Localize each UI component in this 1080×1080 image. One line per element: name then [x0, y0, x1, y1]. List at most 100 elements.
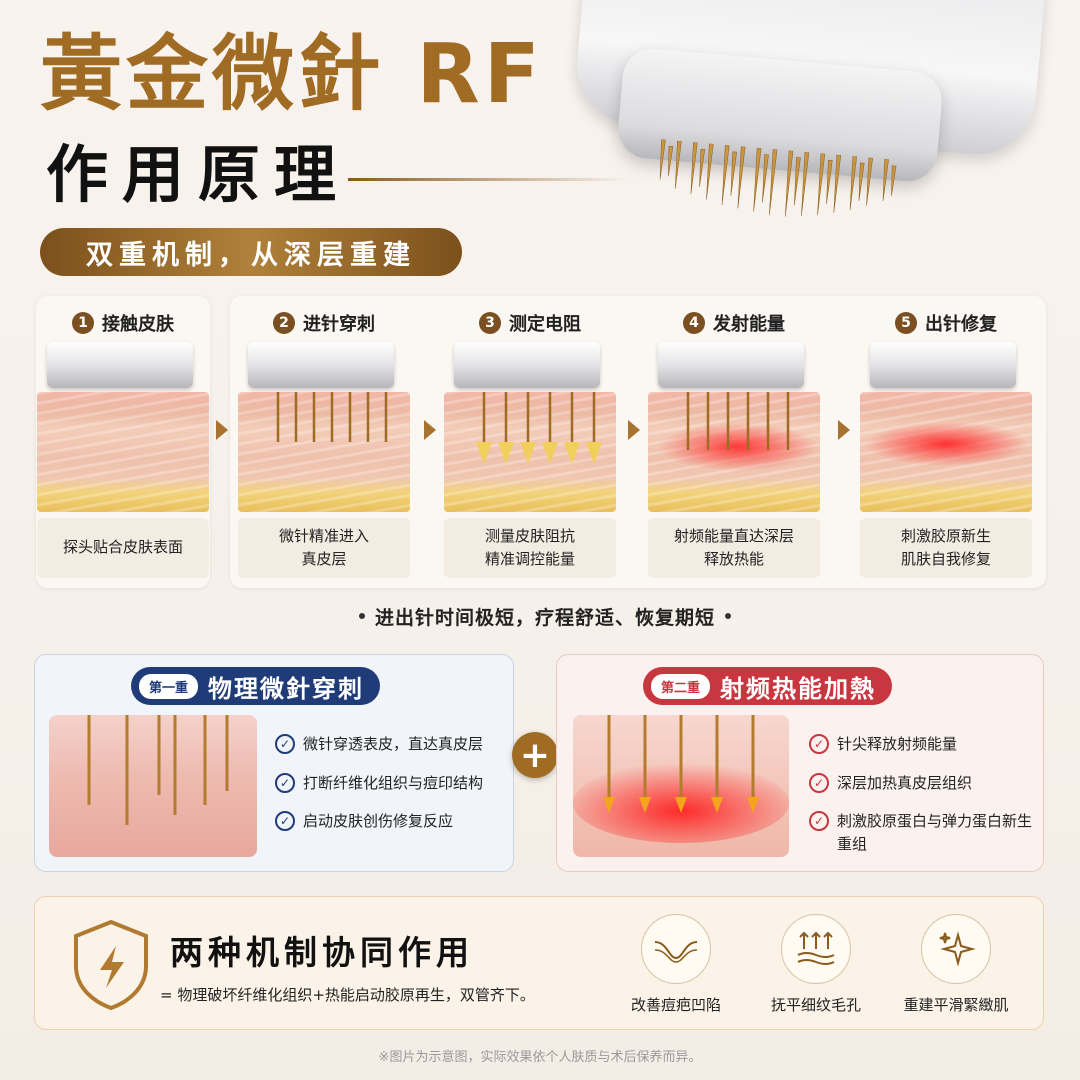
- step-caption: 测量皮肤阻抗 精准调控能量: [444, 518, 616, 578]
- collagen-glow-illustration: [864, 422, 1028, 466]
- mechanism-item-text: 打断纤维化组织与痘印结构: [303, 773, 484, 792]
- check-icon: ✓: [809, 734, 829, 754]
- step-title: 2 进针穿刺: [234, 310, 414, 336]
- smooth-lines-icon: [781, 914, 851, 984]
- page-subtitle: 作用原理: [46, 138, 351, 211]
- caption-line: 精准调控能量: [484, 550, 575, 568]
- step-caption: 射频能量直达深层 释放热能: [648, 518, 820, 578]
- benefit-label: 改善痘疤凹陷: [630, 996, 721, 1014]
- scar-dip-icon: [641, 914, 711, 984]
- mechanism-tag: 第一重: [139, 673, 199, 699]
- mechanism-1-badge: 第一重 物理微針穿刺: [131, 667, 381, 705]
- step-title-text: 测定电阻: [509, 314, 581, 335]
- mechanism-2-badge: 第二重 射频热能加熱: [643, 667, 893, 705]
- mechanism-2-panel: 第二重 射频热能加熱 ✓ 针尖释放射频能量: [556, 654, 1044, 872]
- caption-line: 真皮层: [301, 550, 347, 568]
- step-number: 5: [895, 312, 917, 334]
- mechanism-item-text: 深层加热真皮层组织: [837, 773, 973, 792]
- mechanism-1-list: ✓ 微针穿透表皮，直达真皮层 ✓ 打断纤维化组织与痘印结构 ✓ 启动皮肤创伤修复…: [275, 733, 511, 849]
- sparkle-icon: [921, 914, 991, 984]
- benefit-item: 抚平细纹毛孔: [756, 914, 876, 1015]
- mechanism-2-list: ✓ 针尖释放射频能量 ✓ 深层加热真皮层组织 ✓ 刺激胶原蛋白与弹力蛋白新生重组: [809, 733, 1039, 871]
- page-title: 黃金微針 RF: [40, 27, 544, 122]
- skin-layer-illustration: [238, 392, 410, 512]
- mechanism-1-panel: 第一重 物理微針穿刺 ✓ 微针穿透表皮，直达真皮层 ✓ 打断纤维化组织与痘印结构…: [34, 654, 514, 872]
- caption-line: 微针精准进入: [278, 526, 369, 545]
- bullet-icon: [725, 613, 731, 619]
- step-caption: 刺激胶原新生 肌肤自我修复: [860, 518, 1032, 578]
- caption-line: 肌肤自我修复: [900, 550, 991, 568]
- skin-layer-illustration: [860, 392, 1032, 512]
- benefit-item: 重建平滑緊緻肌: [896, 914, 1016, 1015]
- step-title: 1 接触皮肤: [33, 310, 213, 336]
- plus-icon: +: [512, 732, 558, 778]
- check-icon: ✓: [809, 811, 829, 831]
- mechanism-item-text: 微针穿透表皮，直达真皮层: [303, 735, 484, 753]
- mechanism-item-text: 启动皮肤创伤修复反应: [303, 812, 454, 830]
- arrow-icon: [216, 420, 228, 440]
- mechanism-item: ✓ 针尖释放射频能量: [809, 733, 1039, 756]
- arrow-icon: [838, 420, 850, 440]
- microneedle-skin-illustration: [49, 715, 257, 857]
- mechanism-item: ✓ 刺激胶原蛋白与弹力蛋白新生重组: [809, 810, 1039, 855]
- check-icon: ✓: [275, 772, 295, 793]
- step-title-text: 进针穿刺: [303, 314, 375, 335]
- step-title: 4 发射能量: [644, 310, 824, 336]
- step-caption: 微针精准进入 真皮层: [238, 518, 410, 578]
- caption-line: 测量皮肤阻抗: [484, 526, 575, 545]
- check-icon: ✓: [275, 734, 295, 754]
- impedance-needles-illustration: [476, 392, 602, 464]
- caption-line: 刺激胶原新生: [900, 526, 991, 545]
- tagline-pill: 双重机制，从深层重建: [40, 228, 462, 276]
- step-5: 5 出针修复 刺激胶原新生 肌肤自我修复: [856, 296, 1036, 588]
- rf-heat-skin-illustration: [573, 715, 789, 857]
- synergy-panel: [34, 896, 1044, 1030]
- step-number: 3: [479, 312, 501, 334]
- title-divider: [348, 178, 628, 181]
- mechanism-title: 射频热能加熱: [720, 674, 877, 703]
- benefit-label: 抚平细纹毛孔: [770, 996, 861, 1014]
- mechanism-item: ✓ 启动皮肤创伤修复反应: [275, 810, 511, 833]
- step-4: 4 发射能量 射频能量直达深层 释放热能: [644, 296, 824, 588]
- mechanism-title: 物理微針穿刺: [208, 674, 365, 703]
- benefit-label: 重建平滑緊緻肌: [903, 996, 1009, 1014]
- mechanism-item: ✓ 深层加热真皮层组织: [809, 772, 1039, 795]
- step-title: 3 测定电阻: [440, 310, 620, 336]
- probe-illustration: [658, 342, 804, 388]
- note-text: 进出针时间极短，疗程舒适、恢复期短: [374, 606, 715, 629]
- step-number: 1: [72, 312, 94, 334]
- skin-layer-illustration: [37, 392, 209, 512]
- probe-illustration: [454, 342, 600, 388]
- benefit-item: 改善痘疤凹陷: [616, 914, 736, 1015]
- rf-energy-illustration: [658, 392, 818, 471]
- probe-illustration: [870, 342, 1016, 388]
- needles-in-skin-illustration: [276, 392, 388, 442]
- probe-illustration: [47, 342, 193, 388]
- caption-line: 探头贴合皮肤表面: [62, 538, 183, 557]
- shield-lightning-icon: [74, 919, 148, 1011]
- step-title-text: 接触皮肤: [102, 314, 174, 335]
- arrow-icon: [628, 420, 640, 440]
- step-number: 4: [683, 312, 705, 334]
- benefit-note: 进出针时间极短，疗程舒适、恢复期短: [330, 601, 760, 631]
- mechanism-item-text: 刺激胶原蛋白与弹力蛋白新生重组: [837, 812, 1033, 853]
- caption-line: 射频能量直达深层: [673, 526, 794, 545]
- synergy-title: 两种机制协同作用: [170, 933, 474, 972]
- step-1: 1 接触皮肤 探头贴合皮肤表面: [33, 296, 213, 588]
- bullet-icon: [358, 613, 365, 619]
- check-icon: ✓: [809, 772, 829, 793]
- step-number: 2: [273, 312, 295, 334]
- step-3: 3 测定电阻 测量皮肤阻抗 精准调控能量: [440, 296, 620, 588]
- caption-line: 释放热能: [703, 550, 764, 568]
- skin-layer-illustration: [444, 392, 616, 512]
- mechanism-item: ✓ 打断纤维化组织与痘印结构: [275, 772, 511, 795]
- synergy-subtitle: = 物理破坏纤维化组织+热能启动胶原再生，双管齐下。: [160, 986, 535, 1004]
- step-title-text: 发射能量: [713, 314, 785, 335]
- probe-illustration: [248, 342, 394, 388]
- mechanism-tag: 第二重: [651, 673, 711, 699]
- disclaimer-footnote: ※图片为示意图，实际效果依个人肤质与术后保养而异。: [378, 1050, 702, 1065]
- step-title: 5 出针修复: [856, 310, 1036, 336]
- skin-layer-illustration: [648, 392, 820, 512]
- mechanism-item-text: 针尖释放射频能量: [837, 735, 958, 753]
- step-2: 2 进针穿刺 微针精准进入 真皮层: [234, 296, 414, 588]
